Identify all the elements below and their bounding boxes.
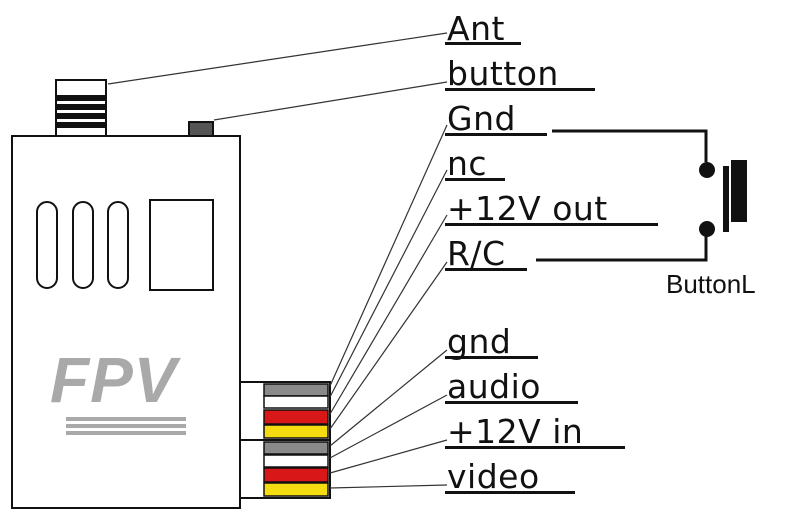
fpv-logo: FPV	[50, 344, 178, 416]
pin-label-rc: R/C	[447, 234, 506, 273]
button-symbol	[723, 160, 747, 232]
pin-underline-video	[445, 491, 575, 494]
display-window	[149, 199, 214, 291]
pin-label-button: button	[447, 54, 559, 93]
pin-label-video: video	[447, 457, 540, 496]
pin-label-12v-in: +12V in	[447, 412, 584, 451]
pin-underline-nc	[445, 178, 505, 181]
pin-label-gnd-lower: gnd	[447, 322, 512, 361]
pin-underline-audio	[445, 401, 578, 404]
pin-label-12v-out: +12V out	[447, 189, 608, 228]
vent-slots	[36, 201, 129, 289]
pin-label-nc: nc	[447, 144, 488, 183]
pin-label-ant: Ant	[447, 9, 505, 48]
pin-label-gnd: Gnd	[447, 99, 516, 138]
device-body	[11, 135, 241, 509]
pin-underline-gnd-lower	[445, 356, 538, 359]
lower-connector	[239, 439, 331, 499]
pin-label-audio: audio	[447, 367, 541, 406]
pin-underline-12v-out	[445, 223, 658, 226]
pin-underline-gnd	[445, 133, 547, 136]
leader-lines	[107, 32, 448, 489]
button-caption: ButtonL	[666, 269, 756, 299]
logo-underline	[66, 417, 186, 435]
antenna-connector	[55, 79, 107, 137]
pin-underline-12v-in	[445, 446, 625, 449]
pin-underline-button	[445, 88, 595, 91]
pin-underline-rc	[445, 268, 527, 271]
upper-connector	[239, 381, 331, 441]
button-wiring	[536, 129, 708, 262]
button-contacts	[699, 162, 715, 237]
pin-underline-ant	[445, 42, 521, 45]
